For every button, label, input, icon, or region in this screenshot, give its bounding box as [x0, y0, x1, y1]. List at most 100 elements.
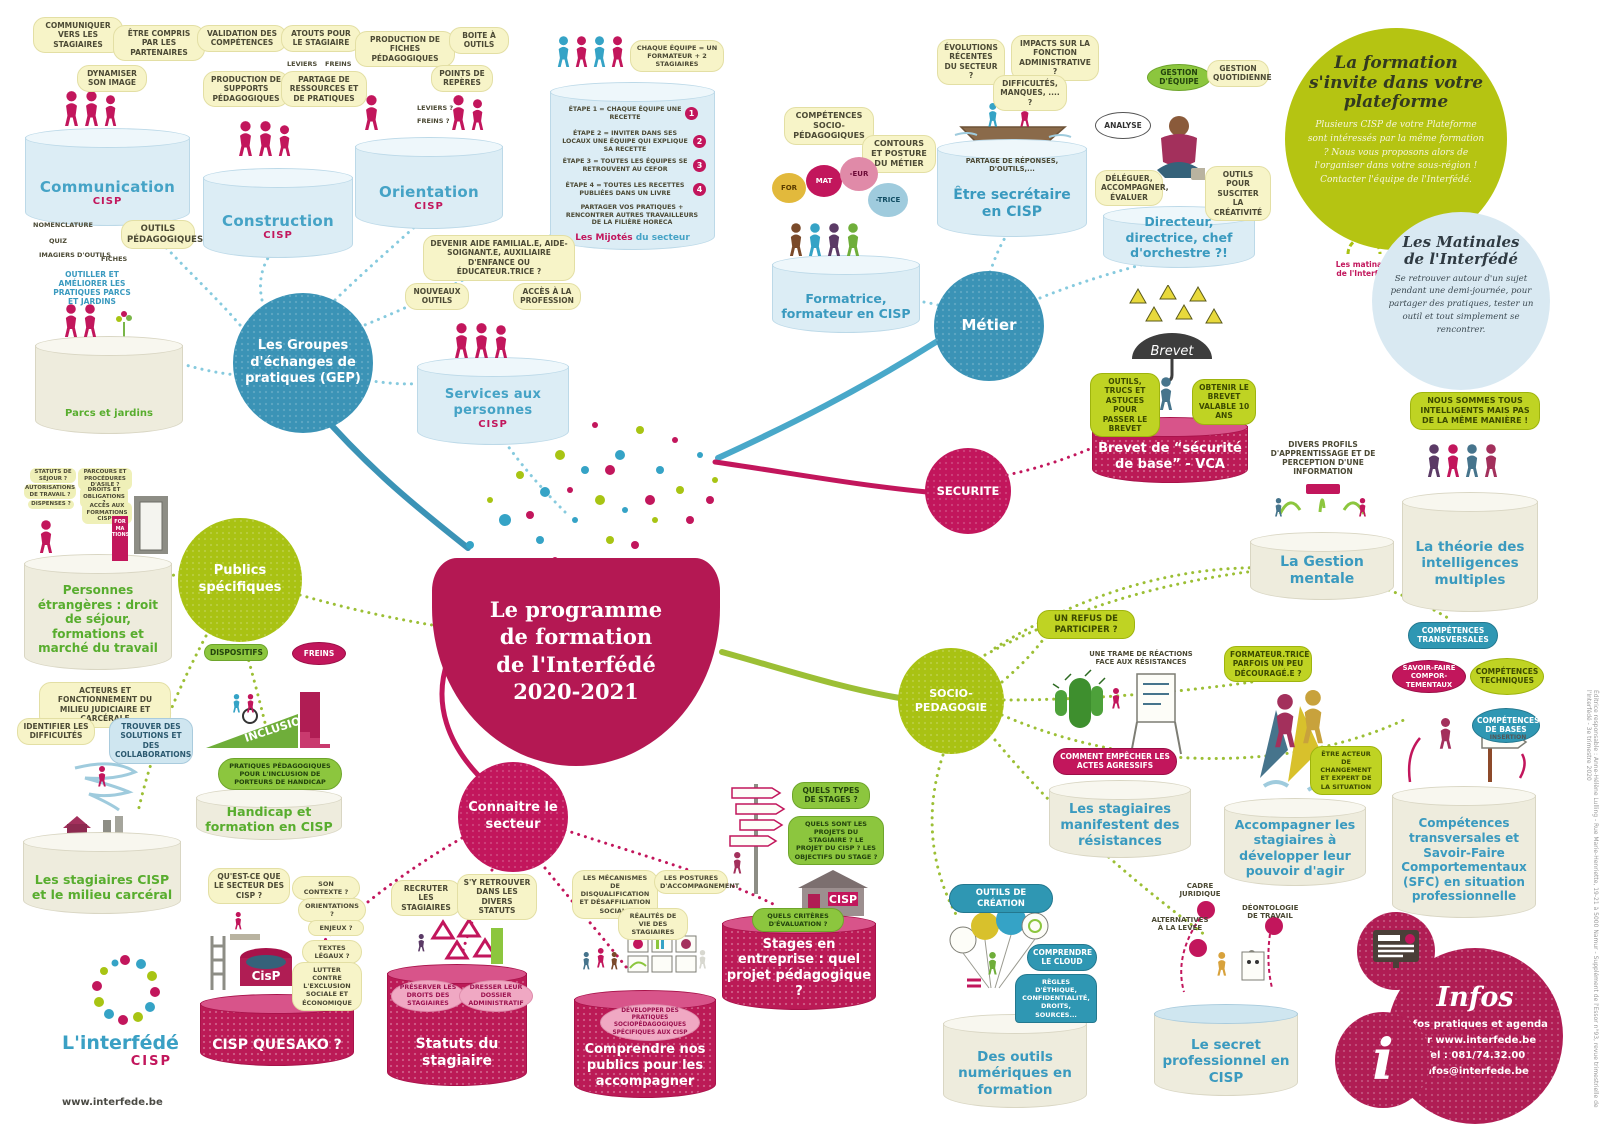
node-directeur: GESTION D'ÉQUIPE GESTION QUOTIDIENNE ANA…	[1095, 58, 1272, 268]
title-line: de l'Interfédé	[496, 651, 656, 677]
svg-text:CisP: CisP	[252, 969, 281, 983]
bubble: DRESSER LEUR DOSSIER ADMINISTRATIF	[459, 980, 533, 1012]
runners-illustration	[556, 36, 625, 68]
title-line: 2020-2021	[513, 678, 639, 704]
hub-metier: Métier	[934, 271, 1044, 381]
bubble: QUELS SONT LES PROJETS DU STAGIAIRE ? LE…	[788, 816, 884, 865]
bubble: ENJEUX ?	[308, 920, 364, 937]
resistances-label: Les stagiaires manifestent des résistanc…	[1060, 802, 1180, 850]
note-text: DIVERS PROFILS D'APPRENTISSAGE ET DE PER…	[1270, 440, 1376, 476]
bubble: OUTILS, TRUCS ET ASTUCES POUR PASSER LE …	[1090, 373, 1160, 438]
mini-label: QUIZ	[49, 237, 67, 245]
bubble: TROUVER DES SOLUTIONS ET DES COLLABORATI…	[109, 718, 193, 764]
node-personnes-etrangeres: STATUTS DE SÉJOUR ? AUTORISATIONS DE TRA…	[20, 468, 175, 673]
bubble: COMPÉTENCES TRANSVERSALES	[1408, 622, 1498, 649]
title-line: de formation	[499, 624, 653, 650]
node-construction: VALIDATION DES COMPÉTENCES ATOUTS POUR L…	[195, 25, 367, 260]
bubble: ATOUTS POUR LE STAGIAIRE	[281, 25, 361, 52]
bubble: BOITE À OUTILS	[449, 27, 509, 54]
secretaire-cylinder: PARTAGE DE RÉPONSES, D'OUTILS,... Être s…	[937, 139, 1087, 237]
bubble: QUELS TYPES DE STAGES ?	[792, 782, 870, 809]
books-formations: FOR MA TIONS	[112, 516, 129, 561]
intelligences-label: La théorie des intelligences multiples	[1415, 538, 1525, 588]
accompagner-cylinder: Accompagner les stagiaires à développer …	[1224, 798, 1366, 886]
interfede-url: www.interfede.be	[62, 1097, 163, 1108]
hub-metier-label: Métier	[961, 316, 1017, 335]
mini-label: IMAGIERS D'OUTILS	[39, 251, 111, 259]
side-note: OUTILLER ET AMÉLIORER LES PRATIQUES PARC…	[53, 270, 131, 306]
recipe-step: ÉTAPE 4 = TOUTES LES RECETTES PUBLIÉES D…	[560, 182, 706, 198]
bubble: NOUVEAUX OUTILS	[405, 283, 469, 310]
hub-gep-label: Les Groupes d'échanges de pratiques (GEP…	[245, 337, 361, 387]
etrangeres-label: Personnes étrangères : droit de séjour, …	[37, 582, 159, 656]
door-illustration	[134, 496, 168, 554]
signpost-illustration	[729, 784, 786, 894]
worker-illustration	[1158, 377, 1174, 411]
plateforme-title: La formation s'invite dans votre platefo…	[1308, 53, 1484, 113]
stages-cylinder: QUELS CRITÈRES D'ÉVALUATION ? Stages en …	[722, 908, 876, 1010]
plant-icon	[116, 311, 132, 338]
infos-line: sur www.interfede.be	[1413, 1034, 1537, 1046]
node-intelligences: NOUS SOMMES TOUS INTELLIGENTS MAIS PAS D…	[1402, 392, 1542, 620]
cisp-mark: CISP	[414, 200, 444, 212]
word-blob: FOR	[772, 173, 806, 203]
bubble: SON CONTEXTE ?	[292, 876, 360, 901]
parcs-logo: Parcs et jardins	[65, 407, 153, 419]
bubble: QUELS CRITÈRES D'ÉVALUATION ?	[752, 908, 844, 933]
inclusion-ramp-illustration: INCLUSION	[206, 692, 330, 748]
bubble: IDENTIFIER LES DIFFICULTÉS	[17, 718, 95, 745]
quesako-cylinder: CISP QUESAKO ?	[200, 994, 354, 1066]
mini-bubble: DISPENSES ?	[28, 500, 74, 509]
interfede-wordmark: L'interfédé	[62, 1032, 179, 1054]
gestion-label: La Gestion mentale	[1280, 553, 1364, 587]
people-illustration	[63, 91, 118, 127]
handicap-label: Handicap et formation en CISP	[205, 803, 333, 834]
directeur-label: Directeur, directrice, chef d'orchestre …	[1125, 214, 1233, 260]
info-i-icon: i	[1372, 1027, 1394, 1093]
bubble: ÊTRE COMPRIS PAR LES PARTENAIRES	[113, 25, 205, 62]
bubble: DISPOSITIFS	[204, 644, 268, 662]
secret-cylinder: Le secret professionnel en CISP	[1154, 1004, 1298, 1096]
hub-gep: Les Groupes d'échanges de pratiques (GEP…	[233, 293, 373, 433]
node-services-personnes: DEVENIR AIDE FAMILIAL.E, AIDE-SOIGNANT.E…	[405, 235, 581, 450]
bubble: VALIDATION DES COMPÉTENCES	[197, 25, 287, 52]
newsletter-icon	[1373, 930, 1419, 968]
node-gestion-mentale: DIVERS PROFILS D'APPRENTISSAGE ET DE PER…	[1250, 440, 1398, 610]
bubble: OUTILS POUR SUSCITER LA CRÉATIVITÉ	[1205, 166, 1271, 221]
bubble: RÉALITÉS DE VIE DES STAGIAIRES	[618, 908, 688, 941]
bubble: CHAQUE ÉQUIPE = UN FORMATEUR + 2 STAGIAI…	[630, 40, 724, 73]
node-cisp-quesako: QU'EST-CE QUE LE SECTEUR DES CISP ? SON …	[196, 862, 366, 1067]
services-cylinder: Services aux personnes CISP	[417, 357, 569, 445]
bubble: IMPACTS SUR LA FONCTION ADMINISTRATIVE ?	[1011, 35, 1099, 81]
hub-publics-label: Publics spécifiques	[198, 563, 282, 595]
parcs-cylinder: Parcs et jardins	[35, 336, 183, 434]
node-resistances: UN REFUS DE PARTICIPER ? UNE TRAME DE RÉ…	[1035, 608, 1197, 860]
word-blob: -TRICE	[868, 183, 908, 217]
node-orientation: PRODUCTION DE FICHES PÉDAGOGIQUES BOITE …	[355, 25, 509, 235]
hub-connaitre-label: Connaitre le secteur	[468, 800, 558, 832]
statuts-label: Statuts du stagiaire	[415, 1035, 499, 1069]
bubble: LUTTER CONTRE L'EXCLUSION SOCIALE ET ÉCO…	[292, 962, 362, 1011]
bubble: PRODUCTION DE FICHES PÉDAGOGIQUES	[355, 31, 455, 68]
bubble: ORIENTATIONS ?	[298, 898, 366, 923]
hub-socio-pedagogie: SOCIO-PEDAGOGIE	[898, 648, 1004, 754]
node-formatrice: COMPÉTENCES SOCIO-PÉDAGOGIQUES CONTOURS …	[770, 105, 936, 335]
cactus-flipchart-illustration	[1052, 669, 1182, 755]
mini-label: NOMENCLATURE	[33, 221, 93, 229]
competences-label: Compétences transversales et Savoir-Fair…	[1401, 816, 1527, 904]
node-secret-professionnel: CADRE JURIDIQUE ALTERNATIVES À LA LEVÉE …	[1150, 882, 1305, 1102]
credit-text: Éditrice responsable : Anne-Hélène Lulli…	[1585, 690, 1599, 1108]
infos-line: Tel : 081/74.32.00	[1424, 1050, 1526, 1061]
orientation-logo: Orientation	[378, 182, 479, 201]
bubble: ÊTRE ACTEUR DE CHANGEMENT ET EXPERT DE L…	[1310, 746, 1382, 795]
bubble: COMMUNIQUER VERS LES STAGIAIRES	[33, 17, 123, 54]
node-handicap: DISPOSITIFS FREINS INCLUSION PRATIQUES P…	[196, 640, 348, 840]
hub-securite: SECURITE	[925, 448, 1011, 534]
outilsnum-label: Des outils numériques en formation	[958, 1048, 1072, 1098]
bubble: COMPRENDRE LE CLOUD	[1027, 944, 1097, 971]
mini-label: LEVIERS	[287, 60, 318, 68]
bubble: FORMATEUR.TRICE PARFOIS UN PEU DÉCOURAGÉ…	[1224, 646, 1312, 683]
resistances-cylinder: Les stagiaires manifestent des résistanc…	[1049, 780, 1191, 858]
statuts-cylinder: PRÉSERVER LES DROITS DES STAGIAIRES DRES…	[387, 964, 533, 1086]
